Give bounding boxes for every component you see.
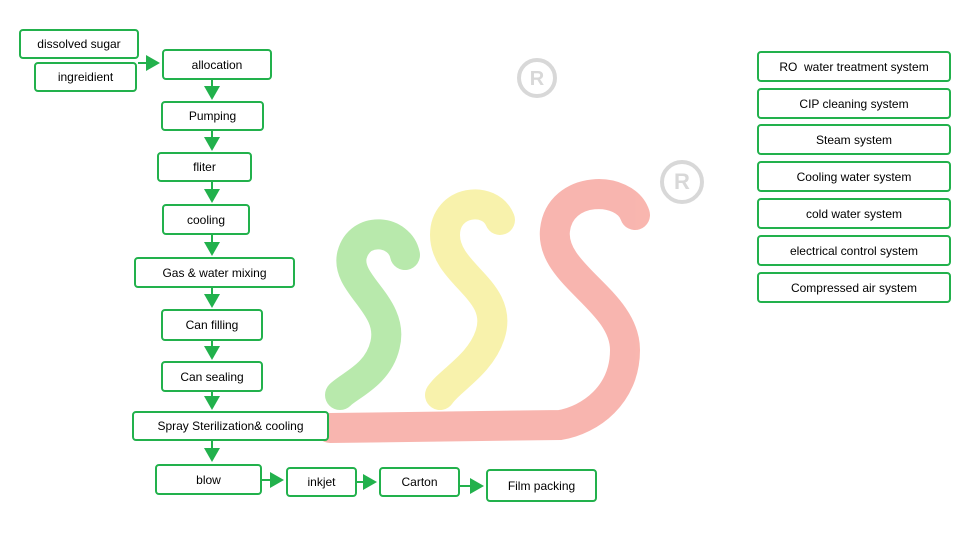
watermark-green-s xyxy=(325,219,420,410)
box-filter: fliter xyxy=(157,152,252,182)
svg-text:R: R xyxy=(674,169,690,194)
box-blow: blow xyxy=(155,464,262,495)
box-gas-water-mixing: Gas & water mixing xyxy=(134,257,295,288)
box-film-packing: Film packing xyxy=(486,469,597,502)
svg-text:R: R xyxy=(530,68,545,90)
box-cooling-water: Cooling water system xyxy=(757,161,951,192)
box-spray-sterilization: Spray Sterilization& cooling xyxy=(132,411,329,441)
box-inkjet: inkjet xyxy=(286,467,357,497)
registered-mark-large xyxy=(660,160,704,204)
box-ingredient: ingreidient xyxy=(34,62,137,92)
box-electrical-control: electrical control system xyxy=(757,235,951,266)
box-cooling: cooling xyxy=(162,204,250,235)
box-steam: Steam system xyxy=(757,124,951,155)
box-ro-water-treatment: RO water treatment system xyxy=(757,51,951,82)
box-can-sealing: Can sealing xyxy=(161,361,263,392)
box-carton: Carton xyxy=(379,467,460,497)
watermark-yellow-s xyxy=(425,189,515,410)
box-compressed-air: Compressed air system xyxy=(757,272,951,303)
box-cold-water: cold water system xyxy=(757,198,951,229)
registered-mark-small xyxy=(517,58,557,98)
box-allocation: allocation xyxy=(162,49,272,80)
box-can-filling: Can filling xyxy=(161,309,263,341)
box-dissolved-sugar: dissolved sugar xyxy=(19,29,139,59)
watermark-red-s xyxy=(315,179,650,443)
box-cip-cleaning: CIP cleaning system xyxy=(757,88,951,119)
box-pumping: Pumping xyxy=(161,101,264,131)
